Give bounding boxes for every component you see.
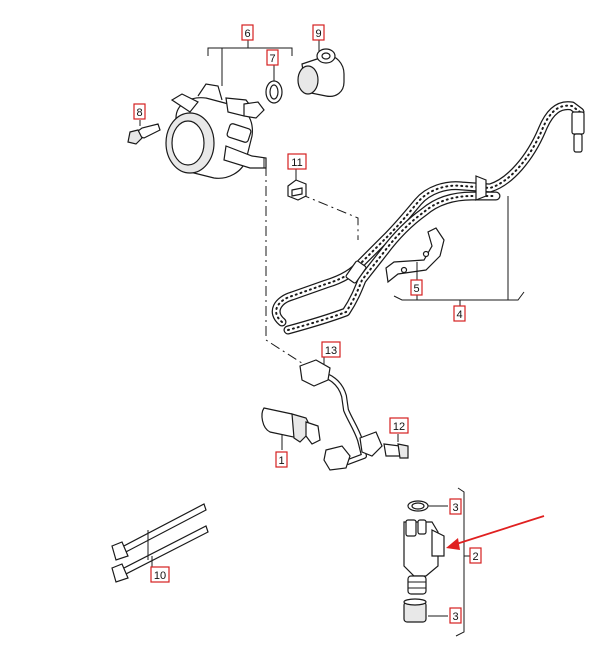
routing-line <box>265 166 323 377</box>
high-pressure-pump <box>165 83 267 179</box>
part-label-2: 2 <box>469 547 482 564</box>
part-label-12: 12 <box>389 417 409 434</box>
svg-text:1: 1 <box>278 455 284 467</box>
svg-text:11: 11 <box>291 157 302 169</box>
svg-text:8: 8 <box>136 107 142 119</box>
hose-clip <box>287 168 307 201</box>
part-label-5: 5 <box>410 279 423 296</box>
svg-text:10: 10 <box>154 570 166 582</box>
bolt <box>127 120 161 145</box>
fuel-hose <box>271 101 585 335</box>
part-label-7: 7 <box>266 49 279 66</box>
fuel-pressure-sensor <box>261 407 321 450</box>
o-ring <box>265 80 283 104</box>
svg-text:13: 13 <box>325 345 337 357</box>
part-label-3-bottom: 3 <box>449 607 462 624</box>
svg-text:12: 12 <box>393 421 405 433</box>
part-label-3-top: 3 <box>449 498 462 515</box>
hose-holder <box>385 227 445 284</box>
fuel-injector <box>403 500 445 623</box>
part-label-1: 1 <box>275 451 288 468</box>
pressure-pipe <box>299 356 383 471</box>
cable-ties <box>111 503 209 583</box>
part-label-13: 13 <box>321 341 341 358</box>
svg-text:3: 3 <box>452 502 458 514</box>
part-label-9: 9 <box>312 24 325 41</box>
svg-text:4: 4 <box>456 309 462 321</box>
part-label-4: 4 <box>453 305 466 322</box>
svg-text:2: 2 <box>472 551 478 563</box>
svg-text:3: 3 <box>452 611 458 623</box>
svg-text:6: 6 <box>244 28 250 40</box>
svg-text:7: 7 <box>269 53 275 65</box>
part-label-11: 11 <box>287 153 307 170</box>
svg-text:9: 9 <box>315 28 321 40</box>
roller-tappet <box>297 48 345 97</box>
red-arrow <box>446 515 545 550</box>
svg-text:5: 5 <box>413 283 419 295</box>
part-label-10: 10 <box>150 566 170 583</box>
routing-line <box>299 193 359 240</box>
bolt-12 <box>383 434 409 459</box>
part-label-6: 6 <box>241 24 254 41</box>
part-label-8: 8 <box>133 103 146 120</box>
